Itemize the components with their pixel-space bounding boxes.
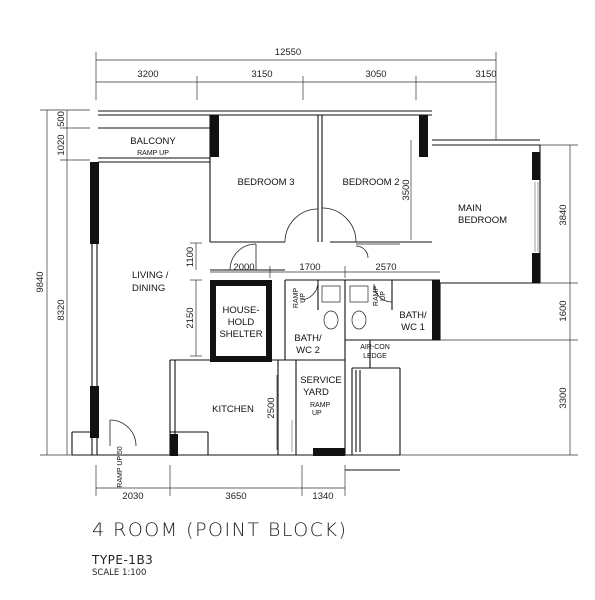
label-service-ramp: RAMP <box>310 402 331 409</box>
label-living-2: DINING <box>132 283 165 294</box>
dim-top-4: 3150 <box>475 69 496 80</box>
label-shelter-1: HOUSE- <box>223 305 260 316</box>
structural-columns <box>90 115 540 456</box>
label-balcony: BALCONY <box>130 136 176 147</box>
dim-right-3840: 3840 <box>558 204 569 225</box>
plan-title: 4 ROOM (POINT BLOCK) <box>92 519 348 541</box>
dim-left-outer: 9840 <box>35 271 46 292</box>
dim-top-1: 3200 <box>137 69 158 80</box>
label-bath2-ramp: RAMP <box>293 288 300 309</box>
dim-bottom-1340: 1340 <box>312 491 333 502</box>
label-service-yard-1: SERVICE <box>300 375 342 386</box>
label-aircon-2: LEDGE <box>363 353 387 360</box>
dimension-lines <box>40 52 578 496</box>
dim-top-3: 3050 <box>365 69 386 80</box>
label-bath-wc1-2: WC 1 <box>401 322 425 333</box>
label-entrance-ramp: RAMP UP 50 <box>117 446 124 487</box>
label-bath2-up: UP <box>300 293 307 303</box>
windows <box>291 182 539 452</box>
dim-2570: 2570 <box>375 262 396 273</box>
label-service-yard-2: YARD <box>303 387 329 398</box>
label-main-bedroom-2: BEDROOM <box>458 215 507 226</box>
dim-bottom-3650: 3650 <box>225 491 246 502</box>
dim-left-500: 500 <box>56 111 67 127</box>
label-bath-wc2-1: BATH/ <box>294 333 322 344</box>
dimension-labels: 12550 3200 3150 3050 3150 9840 500 1020 … <box>35 47 569 502</box>
label-aircon-1: AIR-CON <box>360 344 390 351</box>
doors <box>109 207 400 447</box>
dim-overall-top: 12550 <box>275 47 301 58</box>
plan-type: TYPE-1B3 <box>92 553 154 567</box>
dim-2150: 2150 <box>185 307 196 328</box>
dim-bottom-2030: 2030 <box>122 491 143 502</box>
label-main-bedroom-1: MAIN <box>458 203 482 214</box>
dim-left-8320: 8320 <box>56 299 67 320</box>
label-living-1: LIVING / <box>132 270 169 281</box>
label-service-up: UP <box>312 410 322 417</box>
label-kitchen: KITCHEN <box>212 404 254 415</box>
label-bath-wc2-2: WC 2 <box>296 345 320 356</box>
label-bath1-ramp: RAMP <box>373 286 380 307</box>
dim-3500: 3500 <box>401 179 412 200</box>
label-shelter-2: HOLD <box>228 317 255 328</box>
label-bath1-up: UP <box>380 291 387 301</box>
room-labels: BALCONY RAMP UP BEDROOM 3 BEDROOM 2 MAIN… <box>117 136 507 488</box>
label-bedroom-2: BEDROOM 2 <box>342 177 399 188</box>
dim-1700: 1700 <box>299 262 320 273</box>
label-balcony-ramp: RAMP UP <box>137 150 169 157</box>
household-shelter-wall <box>210 280 272 362</box>
dim-right-3300: 3300 <box>558 387 569 408</box>
dim-1100: 1100 <box>185 247 196 267</box>
label-shelter-3: SHELTER <box>219 329 262 340</box>
label-bedroom-3: BEDROOM 3 <box>237 177 294 188</box>
dim-2000: 2000 <box>233 262 254 273</box>
sanitary-fixtures <box>321 285 369 330</box>
dim-right-1600: 1600 <box>558 300 569 321</box>
dim-top-2: 3150 <box>251 69 272 80</box>
dim-2500: 2500 <box>266 397 277 418</box>
label-bath-wc1-1: BATH/ <box>399 310 427 321</box>
plan-scale: SCALE 1:100 <box>92 568 147 578</box>
dim-left-1020: 1020 <box>56 134 67 155</box>
